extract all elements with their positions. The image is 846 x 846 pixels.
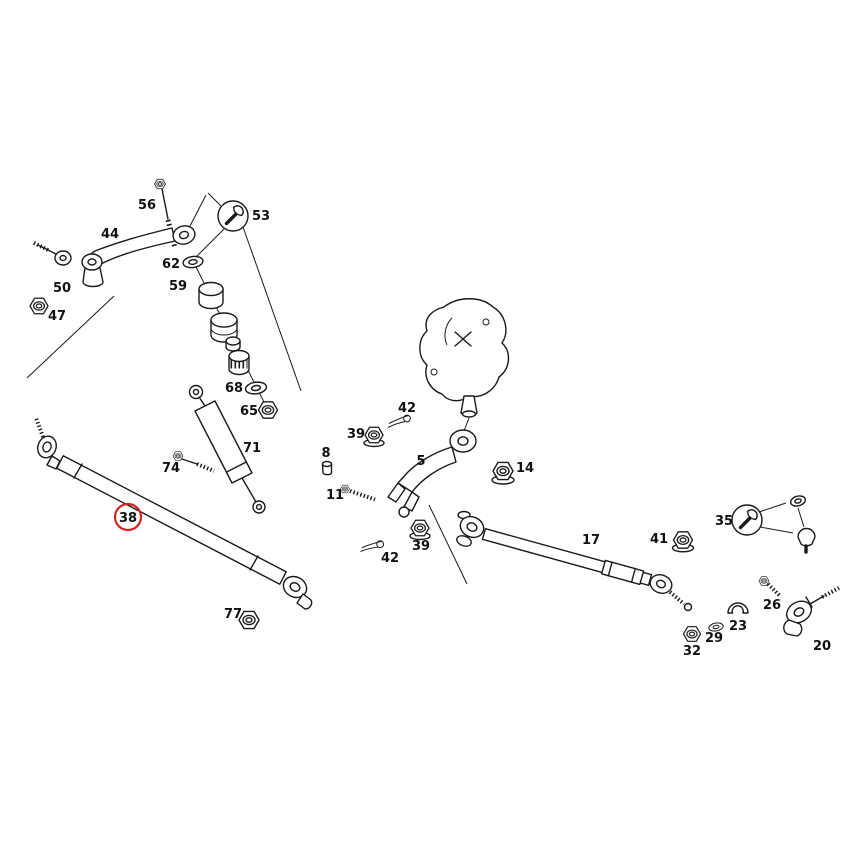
part-label-20: 20 xyxy=(813,639,831,654)
stud-8 xyxy=(321,460,333,476)
part-label-39-upper: 39 xyxy=(347,427,365,442)
nut-39-upper xyxy=(363,426,385,448)
part-label-39-lower: 39 xyxy=(412,539,430,554)
part-label-38: 38 xyxy=(119,511,137,526)
part-label-41: 41 xyxy=(650,532,668,547)
washer-62 xyxy=(181,254,205,270)
part-label-53: 53 xyxy=(252,209,270,224)
part-label-65: 65 xyxy=(240,404,258,419)
part-label-62: 62 xyxy=(162,257,180,272)
cotter-pin-42-upper xyxy=(387,414,411,428)
part-label-17: 17 xyxy=(582,533,600,548)
part-label-74: 74 xyxy=(162,461,180,476)
part-label-32: 32 xyxy=(683,644,701,659)
part-label-68: 68 xyxy=(225,381,243,396)
steering-gearbox-sketch xyxy=(419,298,510,418)
part-label-56: 56 xyxy=(138,198,156,213)
part-label-35: 35 xyxy=(715,514,733,529)
part-label-5: 5 xyxy=(416,454,425,469)
nut-32 xyxy=(682,626,702,642)
tie-rod-17 xyxy=(456,510,693,612)
bolt-26 xyxy=(758,576,782,598)
nut-65 xyxy=(257,401,279,419)
drag-link-38 xyxy=(34,417,313,610)
bolt-56 xyxy=(154,178,178,249)
nut-47 xyxy=(29,297,49,315)
bushing-stack-59 xyxy=(198,281,250,376)
part-labels: 56 53 44 62 59 50 47 68 65 42 39 71 74 8… xyxy=(48,198,831,659)
part-label-77: 77 xyxy=(224,607,242,622)
part-label-59: 59 xyxy=(169,279,187,294)
idler-arm-44 xyxy=(81,225,196,288)
pitman-arm-5 xyxy=(387,429,477,518)
nut-39-lower xyxy=(409,519,431,541)
part-label-71: 71 xyxy=(243,441,261,456)
bolt-11 xyxy=(340,484,376,502)
nut-14 xyxy=(491,461,515,485)
bolt-74 xyxy=(172,451,215,473)
tie-rod-end-20 xyxy=(783,586,840,637)
washer-35a xyxy=(789,495,807,507)
nut-41 xyxy=(671,531,695,553)
part-label-14: 14 xyxy=(516,461,534,476)
part-label-23: 23 xyxy=(729,619,747,634)
tool-callout-53 xyxy=(217,200,249,232)
highlight-circle-38 xyxy=(113,502,143,532)
washer-68 xyxy=(244,380,268,396)
ball-stud-35b xyxy=(797,527,816,554)
part-label-47: 47 xyxy=(48,309,66,324)
part-label-50: 50 xyxy=(53,281,71,296)
tie-rod-end-50 xyxy=(31,240,72,266)
part-label-8: 8 xyxy=(321,446,330,461)
tool-callout-35 xyxy=(731,495,816,554)
clamp-23 xyxy=(727,602,749,614)
part-label-44: 44 xyxy=(101,227,119,242)
steering-damper-71 xyxy=(188,384,266,514)
part-label-11: 11 xyxy=(326,488,344,503)
part-label-26: 26 xyxy=(763,598,781,613)
part-label-29: 29 xyxy=(705,631,723,646)
part-label-42-upper: 42 xyxy=(398,401,416,416)
part-label-42-lower: 42 xyxy=(381,551,399,566)
